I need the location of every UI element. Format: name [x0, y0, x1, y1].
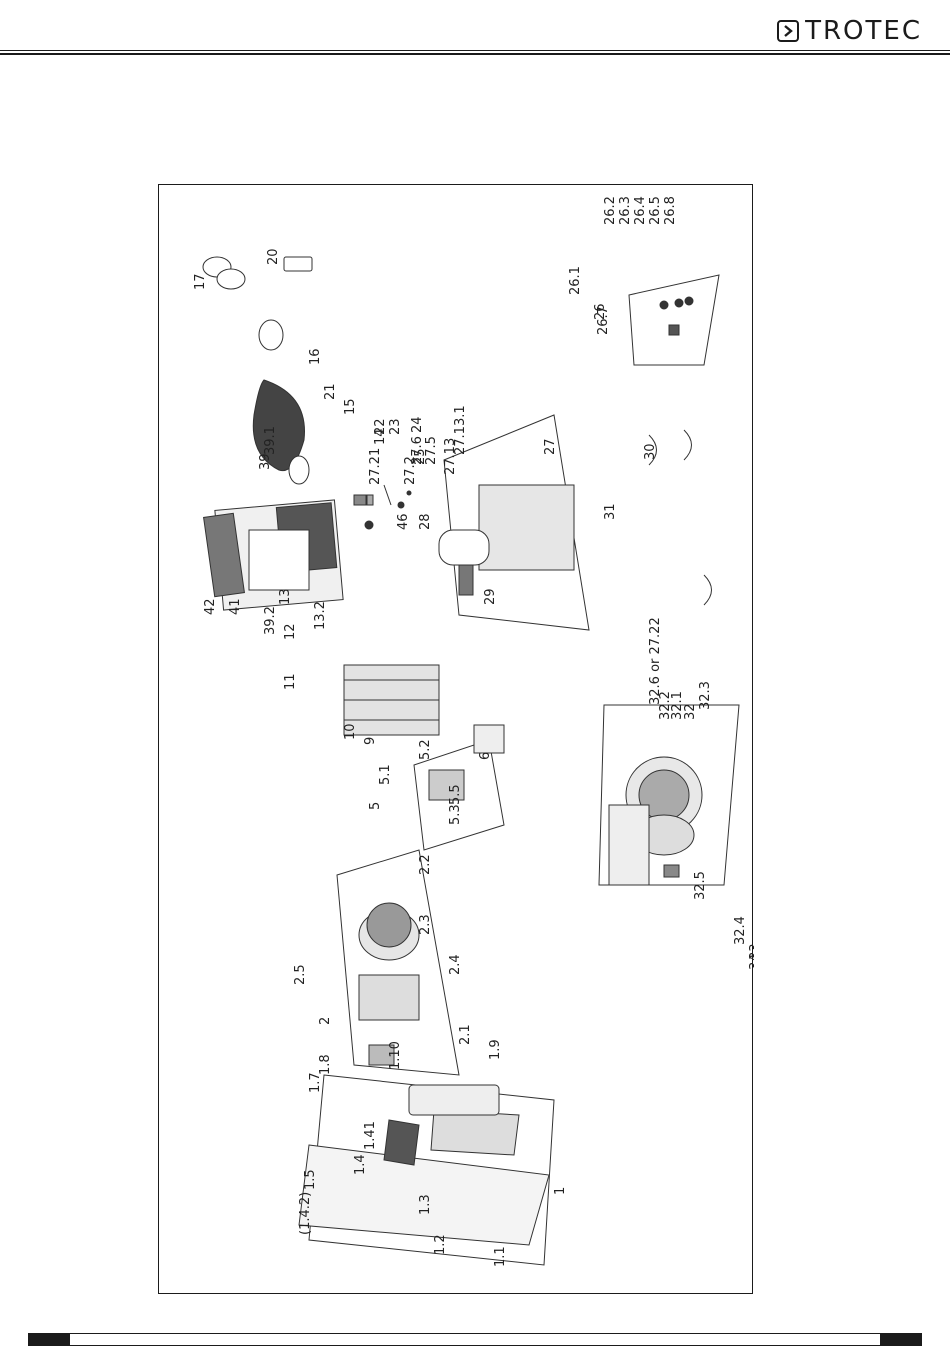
callout-label: 25 [413, 448, 428, 465]
callout-label: 32.3 [698, 681, 713, 710]
callout-label: 26.1 [568, 266, 583, 295]
callout-label: 26.4 [633, 196, 648, 225]
callout-label: 12 [283, 623, 298, 640]
footer-bar [28, 1333, 922, 1346]
callout-label: 1.5 [303, 1169, 318, 1190]
callout-label: 26.7 [596, 306, 611, 335]
callout-label: 27.2 [403, 456, 418, 485]
header-rule-thick [0, 53, 950, 55]
callout-label: 30 [643, 443, 658, 460]
group-5-outline [413, 739, 505, 851]
callout-label: 27.6 [410, 436, 425, 465]
panel-board-shape [383, 1119, 420, 1166]
footer-page-marker-right [880, 1333, 922, 1346]
callout-label: 32.5 [693, 871, 708, 900]
callout-label: 1.7 [308, 1072, 323, 1093]
callout-label: 39.1 [263, 426, 278, 455]
callout-label: 26.8 [663, 196, 678, 225]
callout-label: 29 [483, 588, 498, 605]
callout-label: 1.2 [433, 1234, 448, 1255]
callout-label: 27.5 [424, 436, 439, 465]
callout-label: 2.2 [418, 854, 433, 875]
footer-page-marker-left [28, 1333, 70, 1346]
callout-label: 31 [603, 503, 618, 520]
callout-label: 26.2 [603, 196, 618, 225]
callout-label: 13.2 [313, 601, 328, 630]
callout-label: 32.2 [658, 691, 673, 720]
chevron-right-icon [777, 20, 800, 42]
callout-label: 1.10 [388, 1041, 403, 1070]
callout-label: 32.4 [733, 916, 748, 945]
group-26-outline [628, 274, 720, 366]
callout-label: 26.5 [648, 196, 663, 225]
brand-name: TROTEC [805, 16, 922, 46]
callout-label: 32.1 [670, 691, 685, 720]
group-2-outline [336, 849, 460, 1076]
callout-label: 39.2 [263, 606, 278, 635]
callout-label: 27.13 [443, 438, 458, 475]
callout-label: 46 [396, 513, 411, 530]
callout-label: 14 [373, 428, 388, 445]
callout-label: 1.4 [353, 1154, 368, 1175]
callout-label: 33 [748, 943, 754, 960]
callout-label: 24 [410, 416, 425, 433]
callout-label: 16 [308, 348, 323, 365]
callout-label: 26.3 [618, 196, 633, 225]
callout-label: (1.4.2) [298, 1192, 313, 1235]
callout-label: 2.3 [418, 914, 433, 935]
callout-label: 2.1 [458, 1024, 473, 1045]
callout-label: 1.1 [493, 1246, 508, 1267]
callout-label: 27.21 [368, 448, 383, 485]
callout-label: 17 [193, 273, 208, 290]
callout-label: 27.13.1 [453, 405, 468, 455]
exploded-view-drawing: (1.4.2) 1.5 1.4 1.41 1.3 1.2 1.1 1.71.8 1.10 1.9 1… [193, 196, 754, 1267]
header-rule [0, 50, 950, 51]
callout-label: 41 [228, 598, 243, 615]
callout-label: 1 [553, 1187, 568, 1195]
callout-label: 13 [278, 588, 293, 605]
callout-label: 5.1 [378, 764, 393, 785]
callout-label: 20 [266, 248, 281, 265]
callout-label: 1.41 [363, 1121, 378, 1150]
callout-label: 1.9 [488, 1039, 503, 1060]
callout-label: 5 [368, 802, 383, 810]
callout-label: 5.2 [418, 739, 433, 760]
callout-label: 32 [683, 703, 698, 720]
callout-label: 9 [363, 737, 378, 745]
display-cover-shape [408, 1084, 500, 1116]
callout-label: 21 [323, 383, 338, 400]
callout-label: 32.6 or 27.22 [648, 617, 663, 705]
callout-label: 1.8 [318, 1054, 333, 1075]
callout-label: 28 [418, 513, 433, 530]
control-panel-shape [430, 1109, 520, 1156]
callout-label: 5.5 [448, 784, 463, 805]
callout-label: 2 [318, 1017, 333, 1025]
callout-label: 39 [258, 453, 273, 470]
callout-label: 42 [203, 598, 218, 615]
group-32-outline [598, 704, 740, 886]
callout-label: 1.3 [418, 1194, 433, 1215]
callout-label: 5.3 [448, 804, 463, 825]
callout-label: 6 [478, 752, 493, 760]
callout-label: 22 [373, 418, 388, 435]
callout-label: 11 [283, 673, 298, 690]
callout-label: 10 [343, 723, 358, 740]
callout-label: 2.4 [448, 954, 463, 975]
callout-label: 27 [543, 438, 558, 455]
front-panel-shape [298, 1144, 550, 1246]
callout-label: 15 [343, 398, 358, 415]
callout-label: 2.5 [293, 964, 308, 985]
brand-logo: TROTEC [777, 18, 922, 44]
callout-label: 34 [748, 953, 754, 970]
callout-label: 23 [388, 418, 403, 435]
callout-label: 26 [593, 303, 608, 320]
